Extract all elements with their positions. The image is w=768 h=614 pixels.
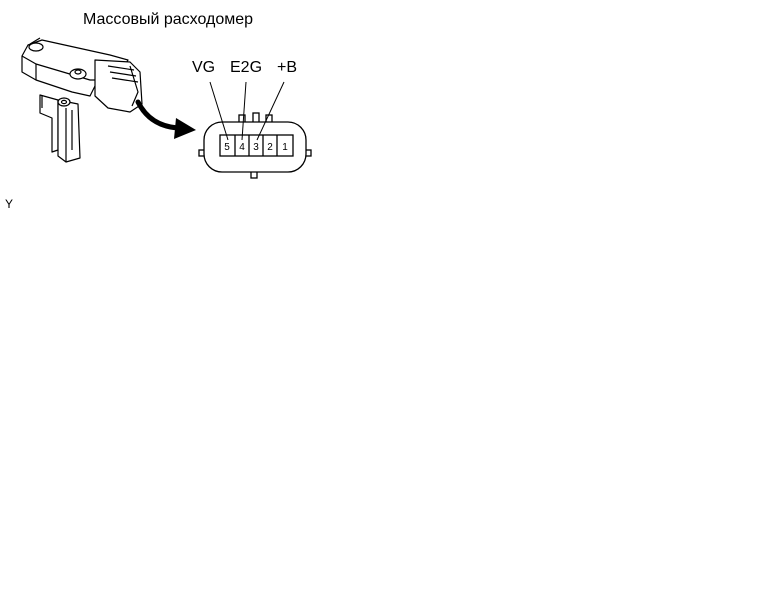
diagram-title: Массовый расходомер [83,11,254,28]
corner-mark: Y [5,197,14,211]
pin-number-2: 2 [267,142,273,153]
connector-face [198,112,312,179]
leader-line-plus-b [256,81,285,141]
leader-lines [209,81,285,141]
arrow-icon [135,99,196,139]
pin-number-4: 4 [239,142,245,153]
leader-line-vg [209,81,229,141]
terminal-label-e2g: E2G [230,59,263,76]
terminal-label-vg: VG [192,59,216,76]
pin-number-1: 1 [282,142,288,153]
mass-air-flow-sensor-drawing [21,37,143,163]
pin-numbers: 5 4 3 2 1 [224,142,288,153]
leader-line-e2g [241,81,247,141]
terminal-label-plus-b: +B [277,59,298,76]
pin-number-3: 3 [253,142,259,153]
pin-number-5: 5 [224,142,230,153]
